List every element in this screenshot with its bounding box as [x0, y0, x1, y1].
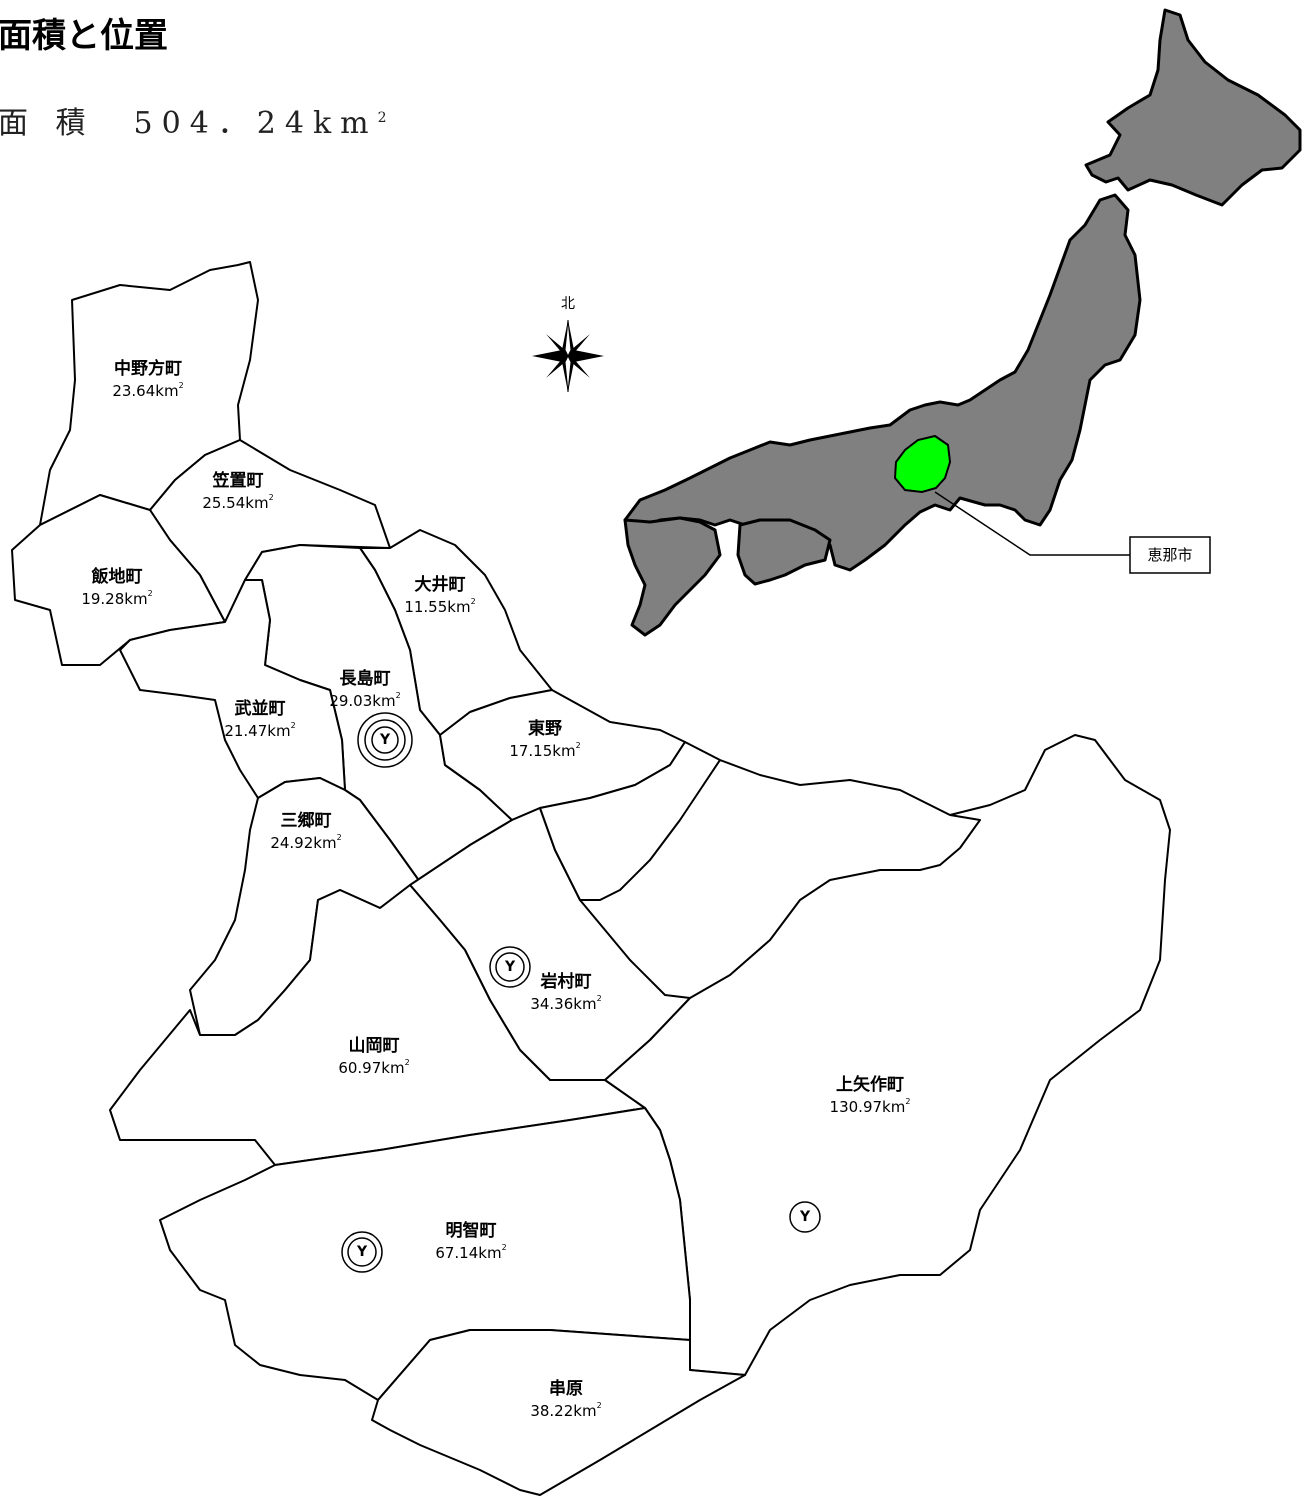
district-name: 上矢作町 [836, 1074, 904, 1095]
total-area-value: 504．24 [133, 106, 313, 141]
district-area: 60.97km2 [338, 1058, 409, 1077]
district-area: 23.64km2 [112, 381, 183, 400]
district-area: 24.92km2 [270, 833, 341, 852]
city-callout-label: 恵那市 [1147, 546, 1192, 564]
district-area: 21.47km2 [224, 721, 295, 740]
district-area: 29.03km2 [329, 691, 400, 710]
district-area: 11.55km2 [404, 597, 475, 616]
district-name: 飯地町 [91, 566, 143, 587]
marker-akechi: Y [341, 1231, 383, 1273]
marker-nagashima: Y [357, 712, 413, 768]
district-name: 明智町 [446, 1220, 497, 1241]
district-name: 三郷町 [281, 810, 332, 831]
district-name: 串原 [549, 1378, 583, 1399]
compass-rose: 北 [532, 296, 604, 393]
district-name: 大井町 [415, 574, 466, 595]
svg-text:Y: Y [504, 959, 516, 975]
district-name: 武並町 [235, 698, 286, 719]
total-area-label: 面 積 [0, 106, 95, 141]
district-shape-yamaoka[interactable] [109, 884, 646, 1166]
district-area: 130.97km2 [830, 1097, 911, 1116]
honshu-shape [623, 193, 1142, 572]
marker-iwamura: Y [489, 946, 531, 988]
district-name: 笠置町 [213, 470, 264, 491]
total-area: 面 積 504．24km2 [0, 98, 387, 142]
district-area: 25.54km2 [202, 493, 273, 512]
svg-text:Y: Y [379, 732, 391, 748]
shikoku-shape [736, 518, 832, 586]
japan-inset-map: 恵那市 [623, 8, 1302, 637]
district-labels: 中野方町 23.64km2 笠置町 25.54km2 飯地町 19.28km2 … [81, 358, 910, 1420]
district-area: 17.15km2 [509, 741, 580, 760]
district-name: 山岡町 [349, 1036, 400, 1056]
city-callout-box [1129, 536, 1211, 574]
kyushu-shape [623, 516, 722, 637]
total-area-unit: km [312, 106, 378, 141]
district-area: 67.14km2 [435, 1243, 506, 1262]
marker-kamiyahagi: Y [789, 1201, 821, 1233]
district-shapes [11, 261, 1171, 1496]
city-callout-line [934, 491, 1130, 556]
ena-city-highlight [893, 434, 952, 494]
svg-text:Y: Y [799, 1209, 811, 1225]
district-name: 中野方町 [114, 358, 182, 379]
district-area: 19.28km2 [81, 589, 152, 608]
district-name: 岩村町 [540, 971, 592, 992]
district-area: 38.22km2 [530, 1401, 601, 1420]
compass-star-icon [532, 319, 604, 393]
page-title: 面積と位置 [0, 16, 168, 56]
district-name: 長島町 [340, 668, 391, 689]
hokkaido-shape [1084, 8, 1302, 207]
district-area: 34.36km2 [530, 994, 601, 1013]
compass-north-label: 北 [561, 296, 575, 312]
total-area-unit-sup: 2 [377, 110, 387, 126]
district-shape-kushihara[interactable] [371, 1329, 746, 1496]
district-name: 東野 [528, 718, 562, 739]
svg-text:Y: Y [356, 1244, 368, 1260]
